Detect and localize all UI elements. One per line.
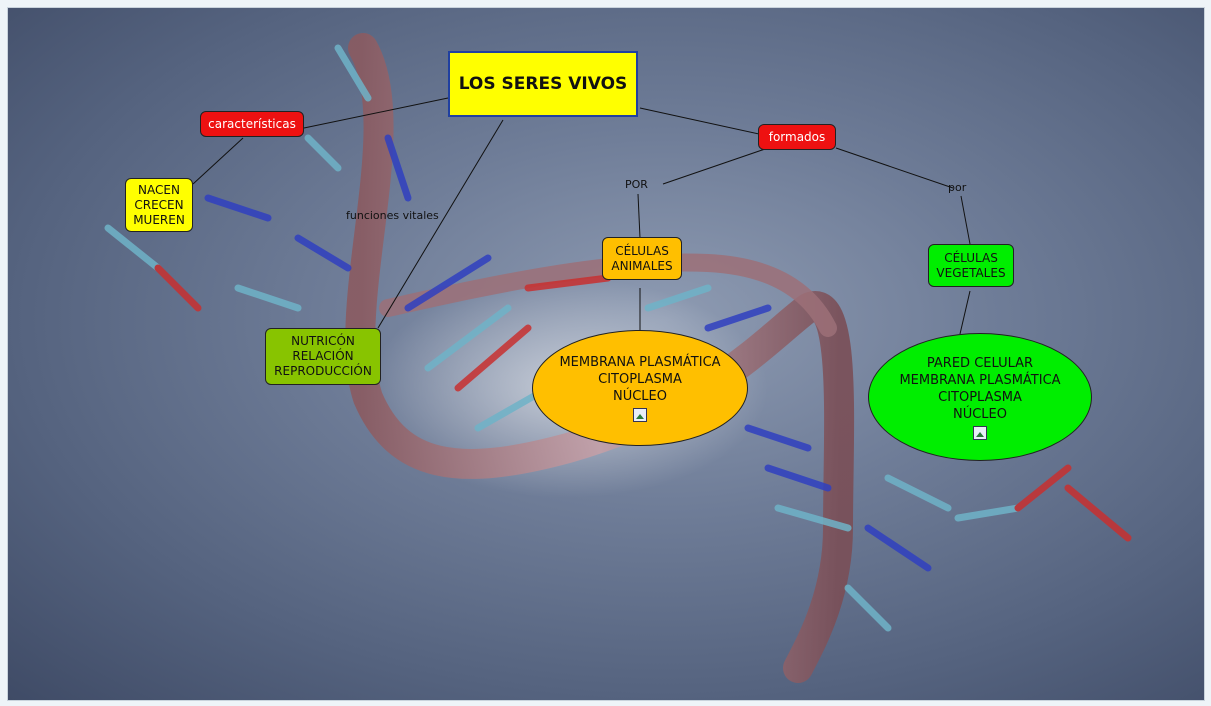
animal-part-1: MEMBRANA PLASMÁTICA [559,355,721,370]
link-caracteristicas[interactable]: características [200,111,304,137]
animal-part-2: CITOPLASMA [598,372,682,387]
concept-partes-celula-animal[interactable]: MEMBRANA PLASMÁTICA CITOPLASMA NÚCLEO [532,330,748,446]
title-text: LOS SERES VIVOS [458,73,628,94]
concept-nutricion-relacion-reproduccion[interactable]: NUTRICÓN RELACIÓN REPRODUCCIÓN [265,328,381,385]
vegetal-part-2: MEMBRANA PLASMÁTICA [899,372,1061,388]
nutricion-line-3: REPRODUCCIÓN [274,364,372,378]
image-icon[interactable] [973,425,987,440]
nutricion-line-1: NUTRICÓN [291,334,355,348]
concept-title-los-seres-vivos[interactable]: LOS SERES VIVOS [448,51,638,117]
animal-part-3: NÚCLEO [612,389,667,404]
celulas-vegetales-line-1: CÉLULAS [944,250,998,265]
nacen-line-2: CRECEN [134,197,184,212]
nacen-line-1: NACEN [138,182,180,197]
concept-partes-celula-vegetal[interactable]: PARED CELULAR MEMBRANA PLASMÁTICA CITOPL… [868,333,1092,461]
celulas-animales-line-1: CÉLULAS [615,243,669,258]
link-por-lower[interactable]: por [948,181,967,194]
formados-text: formados [768,129,826,144]
link-funciones-vitales[interactable]: funciones vitales [346,209,439,222]
concept-celulas-vegetales[interactable]: CÉLULAS VEGETALES [928,244,1014,287]
concept-nacen-crecen-mueren[interactable]: NACEN CRECEN MUEREN [125,178,193,232]
vegetal-part-4: NÚCLEO [952,406,1007,422]
vegetal-part-3: CITOPLASMA [938,389,1022,405]
image-icon[interactable] [633,408,647,422]
nutricion-line-2: RELACIÓN [292,349,354,363]
caracteristicas-text: características [208,116,296,131]
vegetal-part-1: PARED CELULAR [926,355,1034,371]
link-formados[interactable]: formados [758,124,836,150]
nacen-line-3: MUEREN [133,212,185,227]
link-por-upper[interactable]: POR [625,178,648,191]
concept-map-canvas: LOS SERES VIVOS características formados… [7,7,1205,701]
celulas-animales-line-2: ANIMALES [611,258,673,273]
concept-celulas-animales[interactable]: CÉLULAS ANIMALES [602,237,682,280]
celulas-vegetales-line-2: VEGETALES [936,265,1006,280]
